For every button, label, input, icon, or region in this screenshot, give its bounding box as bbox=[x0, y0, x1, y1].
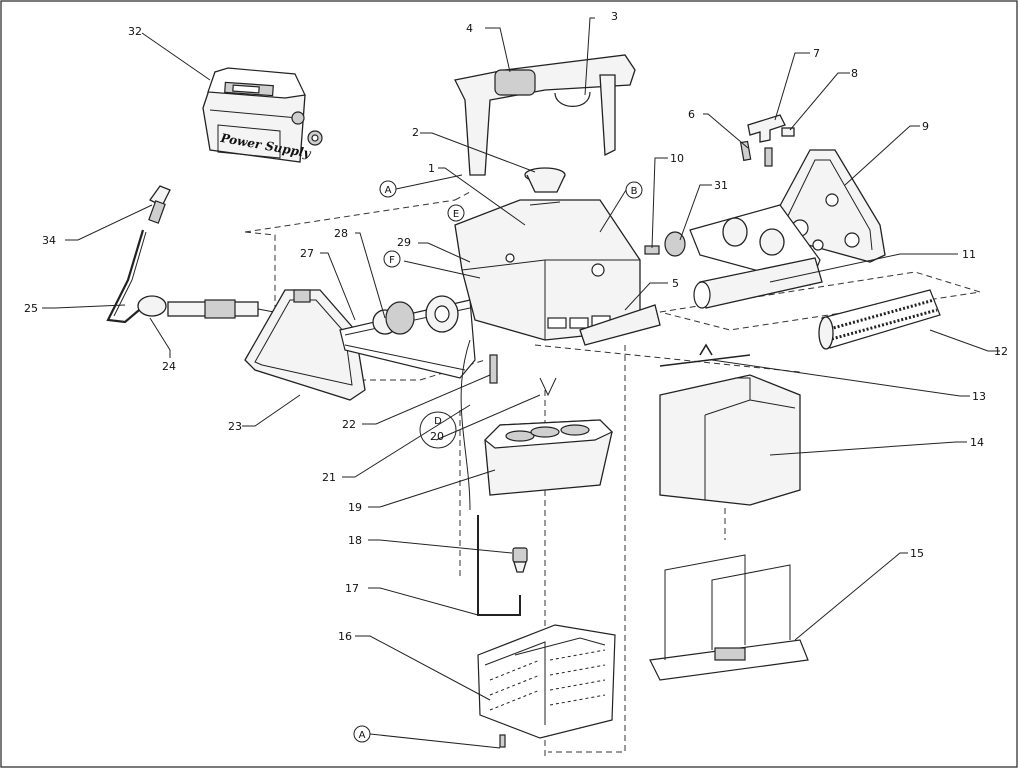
callout-22: 22 bbox=[342, 418, 356, 431]
ref-tag-f bbox=[383, 250, 401, 268]
callout-31: 31 bbox=[714, 179, 728, 192]
ref-tag-b-label: B bbox=[631, 186, 638, 197]
ref-tag-e bbox=[447, 204, 465, 222]
callout-9: 9 bbox=[922, 120, 929, 133]
ref-tag-a-bottom-label: A bbox=[359, 730, 366, 741]
spring-clip-parts bbox=[739, 114, 795, 167]
callout-23: 23 bbox=[228, 420, 242, 433]
leader-lines bbox=[42, 17, 1000, 749]
callout-27: 27 bbox=[300, 247, 314, 260]
callout-17: 17 bbox=[345, 582, 359, 595]
callout-14: 14 bbox=[970, 436, 984, 449]
callout-11: 11 bbox=[962, 248, 976, 261]
ref-tag-e-label: E bbox=[453, 209, 459, 220]
callout-29: 29 bbox=[397, 236, 411, 249]
callout-3: 3 bbox=[611, 10, 618, 23]
impeller bbox=[524, 167, 566, 193]
callout-6: 6 bbox=[688, 108, 695, 121]
power-connector bbox=[477, 515, 528, 616]
callout-numbers: 32 4 3 2 1 6 7 8 9 10 31 11 5 12 13 14 1… bbox=[24, 10, 1008, 643]
callout-13: 13 bbox=[972, 390, 986, 403]
cleaning-brush bbox=[818, 289, 941, 350]
callout-28: 28 bbox=[334, 227, 348, 240]
callout-21: 21 bbox=[322, 471, 336, 484]
handle-assembly bbox=[454, 54, 636, 176]
filter-bag bbox=[659, 374, 801, 506]
roller-tube bbox=[693, 257, 823, 309]
filter-clip bbox=[659, 343, 751, 367]
callout-7: 7 bbox=[813, 47, 820, 60]
ref-tag-a-top-label: A bbox=[385, 185, 392, 196]
callout-20: 20 bbox=[430, 430, 444, 443]
ref-tag-d bbox=[419, 411, 457, 449]
motor-unit bbox=[484, 377, 614, 496]
callout-32: 32 bbox=[128, 25, 142, 38]
callout-19: 19 bbox=[348, 501, 362, 514]
filter-basket bbox=[477, 624, 616, 748]
callout-24: 24 bbox=[162, 360, 176, 373]
bottom-plate bbox=[579, 304, 661, 346]
swivel-connector bbox=[148, 185, 171, 224]
ref-tag-d-label: D bbox=[434, 416, 442, 427]
callout-10: 10 bbox=[670, 152, 684, 165]
motor-housing-body bbox=[454, 199, 641, 341]
filter-frame bbox=[649, 554, 809, 681]
float-and-hose bbox=[460, 339, 498, 511]
callout-25: 25 bbox=[24, 302, 38, 315]
callout-4: 4 bbox=[466, 22, 473, 35]
side-plate-left bbox=[244, 289, 366, 401]
power-supply-unit: Power Supply bbox=[202, 67, 323, 163]
callout-1: 1 bbox=[428, 162, 435, 175]
callout-16: 16 bbox=[338, 630, 352, 643]
callout-34: 34 bbox=[42, 234, 56, 247]
callout-8: 8 bbox=[851, 67, 858, 80]
callout-2: 2 bbox=[412, 126, 419, 139]
reference-tags: A B E F D A bbox=[353, 180, 643, 743]
callout-5: 5 bbox=[672, 277, 679, 290]
ref-tag-f-label: F bbox=[389, 255, 395, 266]
callout-18: 18 bbox=[348, 534, 362, 547]
floating-cable bbox=[106, 229, 296, 324]
callout-15: 15 bbox=[910, 547, 924, 560]
callout-12: 12 bbox=[994, 345, 1008, 358]
